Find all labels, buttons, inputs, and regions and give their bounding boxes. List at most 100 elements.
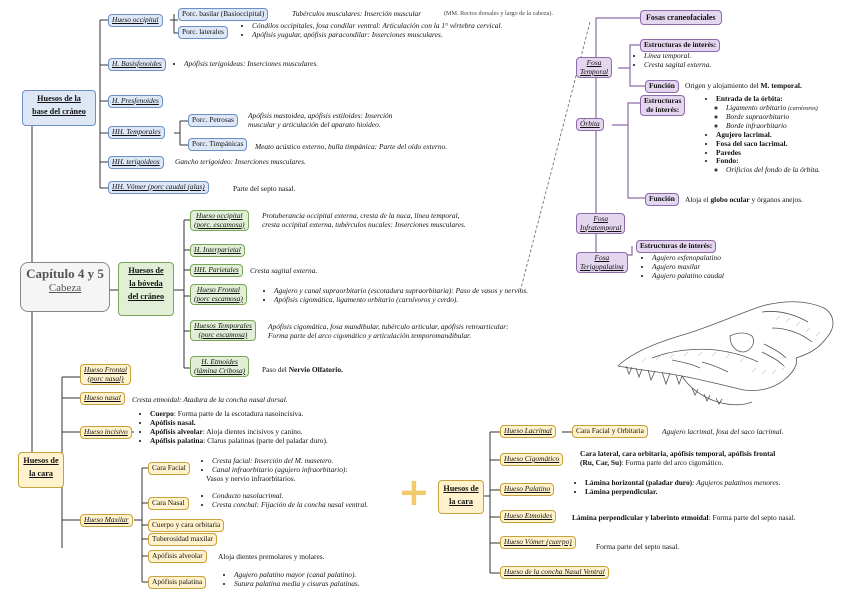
inc-b4a: Apófisis palatina xyxy=(150,435,204,445)
o-fun-c: y órganos anejos. xyxy=(751,195,803,204)
interparietal[interactable]: H. Interparietal xyxy=(190,244,245,257)
p-b2: Agujero maxilar xyxy=(652,262,724,272)
vault-occ-1: Hueso occipital xyxy=(196,211,243,220)
cf-b2b: Vasos y nervio infraorbitarios. xyxy=(206,474,296,483)
etmoides-face[interactable]: Hueso Etmoides xyxy=(500,510,557,523)
etm-da: Lámina perpendicular y laberinto etmoida… xyxy=(572,513,709,522)
parietales[interactable]: HH. Parietales xyxy=(190,264,243,277)
temporal-estructuras[interactable]: Estructuras de interés: xyxy=(640,39,721,52)
occ-basilar-note: (MM. Rectos dorsales y largo de la cabez… xyxy=(444,10,553,17)
presfenoides[interactable]: H. Presfenoides xyxy=(108,95,163,108)
face2-node[interactable]: Huesos de la cara xyxy=(438,480,484,514)
o-est-2: de interés: xyxy=(646,104,680,114)
temporales[interactable]: HH. Temporales xyxy=(108,126,165,139)
pal-list: Agujero palatino mayor (canal palatino).… xyxy=(222,570,360,589)
inc-b3: Apófisis alveolar: Aloja dientes incisiv… xyxy=(150,426,328,437)
cig-d2a: (Ru, Car, Su) xyxy=(580,457,622,467)
basisfenoides[interactable]: H. Basisfenoides xyxy=(108,58,166,71)
vault-tem-2: (porc escamosa) xyxy=(198,329,248,339)
face-maxilar[interactable]: Hueso Maxilar xyxy=(80,514,133,527)
o-b1-label: Entrada de la órbita: xyxy=(716,94,783,103)
cf-list: Cresta facial: Inserción del M. masetero… xyxy=(200,456,348,475)
o-fun-a: Aloja el xyxy=(685,195,709,204)
temp-timpanicas[interactable]: Porc. Timpánicas xyxy=(188,138,248,151)
vault-tem-desc: Apófisis cigomática, fosa mandibular, tu… xyxy=(268,322,509,340)
temp-petrosas[interactable]: Porc. Petrosas xyxy=(188,114,238,127)
fosa-orbita[interactable]: Órbita xyxy=(576,118,604,131)
maxilar-cara-facial[interactable]: Cara Facial xyxy=(148,462,190,475)
vault-fron-b1: Agujero y canal supraorbitario (escotadu… xyxy=(274,286,528,296)
lacrimal[interactable]: Hueso Lacrimal xyxy=(500,425,556,438)
tuberosidad-maxilar[interactable]: Tuberosidad maxilar xyxy=(148,533,218,546)
fosa-temporal-1: Fosa xyxy=(586,58,602,67)
vault-occ-2: (porc. escamosa) xyxy=(194,219,245,229)
face-frontal[interactable]: Hueso Frontal (porc nasal) xyxy=(80,364,132,386)
palat-b1: Lámina horizontal (paladar duro): Agujer… xyxy=(585,478,781,488)
inc-b4b: : Clarus palatinas (parte del paladar du… xyxy=(203,435,328,445)
vomer-face[interactable]: Hueso Vómer (cuerpo) xyxy=(500,536,576,549)
canine-skull-drawing-icon xyxy=(617,301,834,406)
maxilar-palatina[interactable]: Apófisis palatina xyxy=(148,576,207,589)
o-b1a-label: Ligamento orbitario xyxy=(726,102,787,112)
base-skull-node[interactable]: Huesos de la base del cráneo xyxy=(22,90,96,126)
teri-desc: Gancho terigoideo: Inserciones musculare… xyxy=(175,157,306,166)
vault-temporales[interactable]: Huesos Temporales (porc escamosa) xyxy=(190,320,256,342)
temp-timp-desc: Meato acústico externo, bulla timpánica:… xyxy=(255,142,448,151)
palatino-list: Lámina horizontal (paladar duro): Agujer… xyxy=(573,478,781,497)
t-fun-a: Origen y alojamiento del xyxy=(685,81,759,90)
occ-basilar[interactable]: Porc. basilar (Basioccipital) xyxy=(178,8,269,21)
palatino[interactable]: Hueso Palatino xyxy=(500,483,555,496)
vault-occ-d1: Protuberancia occipital externa, cresta … xyxy=(262,211,460,220)
plus-icon: + xyxy=(398,470,430,514)
cuerpo-cara-orbitaria[interactable]: Cuerpo y cara orbitaria xyxy=(148,519,225,532)
cf-b2a: Canal infraorbitario (agujero infraorbit… xyxy=(212,464,348,474)
terigoideos[interactable]: HH. terigoideos xyxy=(108,156,164,169)
t-fun-b: M. temporal. xyxy=(760,81,802,90)
palat-b1a: Lámina horizontal (paladar duro) xyxy=(585,478,693,487)
vault-title-3: del cráneo xyxy=(127,292,165,302)
vomer-base[interactable]: HH. Vómer (porc caudal (alas) xyxy=(108,181,209,194)
p-b3: Agujero palatino caudal xyxy=(652,271,724,281)
vault-fron-list: Agujero y canal supraorbitario (escotadu… xyxy=(262,286,528,305)
cigomatico[interactable]: Hueso Cigomático xyxy=(500,453,564,466)
pal-b2: Sutura palatina media y cisuras palatina… xyxy=(234,579,360,589)
inc-b1: Cuerpo: Forma parte de la escotadura nas… xyxy=(150,409,328,419)
occ-basilar-desc: Tubérculos musculares: Inserción muscula… xyxy=(292,9,422,18)
concha-nasal[interactable]: Hueso de la concha Nasal Ventral xyxy=(500,566,609,579)
inc-b3a: Apófisis alveolar xyxy=(150,426,203,436)
palat-b1b: : Agujeros palatinos menores. xyxy=(692,478,781,487)
face-incisivo[interactable]: Hueso incisivo xyxy=(80,426,132,439)
fosas-title[interactable]: Fosas craneofaciales xyxy=(640,10,722,26)
face-node[interactable]: Huesos de la cara xyxy=(18,452,64,488)
vault-node[interactable]: Huesos de la bóveda del cráneo xyxy=(118,262,174,316)
base-occipital[interactable]: Hueso occipital xyxy=(108,14,163,27)
orbita-estructuras[interactable]: Estructuras de interés: xyxy=(640,95,686,117)
vault-occ-d2: cresta occipital externa, tubérculos nuc… xyxy=(262,219,466,229)
base-title-2: base del cráneo xyxy=(32,107,86,117)
maxilar-cara-nasal[interactable]: Cara Nasal xyxy=(148,497,189,510)
occ-laterales[interactable]: Porc. laterales xyxy=(178,26,228,39)
teri-estructuras[interactable]: Estructuras de interés: xyxy=(636,240,717,253)
maxilar-alveolar[interactable]: Apófisis alveolar xyxy=(148,550,207,563)
temporal-funcion[interactable]: Función xyxy=(645,80,679,93)
vault-etm-desc: Paso del Nervio Olfatorio. xyxy=(262,365,343,375)
root-node[interactable]: Capítulo 4 y 5 Cabeza xyxy=(20,262,110,312)
fosa-infratemporal[interactable]: Fosa Infratemporal xyxy=(576,213,626,235)
cig-desc: Cara lateral, cara orbitaria, apófisis t… xyxy=(580,449,775,467)
face-nasal[interactable]: Hueso nasal xyxy=(80,392,125,405)
fosa-terigopalatina[interactable]: Fosa Terigopalatina xyxy=(576,252,628,274)
face-nasal-desc: Cresta etmoidal: Atadura de la concha na… xyxy=(132,395,288,404)
teri-2: Terigopalatina xyxy=(580,261,624,271)
base-title-1: Huesos de la xyxy=(37,94,81,103)
fosa-temporal[interactable]: Fosa Temporal xyxy=(576,57,613,79)
o-b4: Paredes xyxy=(716,148,820,158)
vault-etmoides[interactable]: H. Etmoides (lámina Cribosa) xyxy=(190,356,250,378)
vault-occipital[interactable]: Hueso occipital (porc. escamosa) xyxy=(190,210,249,232)
orbita-funcion[interactable]: Función xyxy=(645,193,679,206)
o-b1a-note: (carnívoros) xyxy=(788,105,818,112)
vomer-base-desc: Parte del septo nasal. xyxy=(233,184,296,193)
vault-tem-d1: Apófisis cigomática, fosa mandibular, tu… xyxy=(268,322,509,331)
fosa-temporal-2: Temporal xyxy=(580,66,609,76)
lacrimal-cara[interactable]: Cara Facial y Orbitaria xyxy=(572,425,648,438)
vault-frontal[interactable]: Hueso Frontal (porc escamosa) xyxy=(190,284,247,306)
